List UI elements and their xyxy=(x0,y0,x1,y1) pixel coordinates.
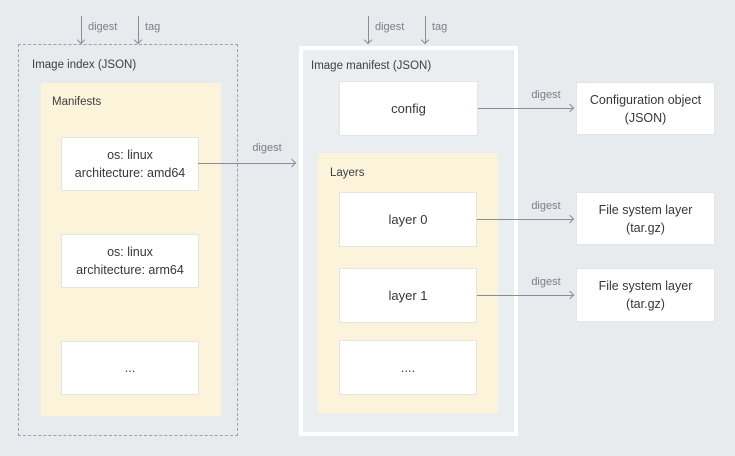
digest-arrow-label: digest xyxy=(88,21,118,33)
image-manifest-title: Image manifest (JSON) xyxy=(311,60,432,72)
digest-arrow-label: digest xyxy=(375,21,405,33)
layer-1-digest-arrow xyxy=(477,290,575,300)
config-digest-arrow-label: digest xyxy=(531,89,561,101)
arrowhead-right-icon xyxy=(565,290,575,300)
layers-group: Layers layer 0 layer 1 .... xyxy=(318,153,498,413)
manifest-arch-line: architecture: arm64 xyxy=(76,263,184,277)
manifest-entry-arm64: os: linux architecture: arm64 xyxy=(61,234,199,288)
arrowhead-right-icon xyxy=(287,158,297,168)
arrowhead-down-icon xyxy=(363,35,373,45)
image-index-title: Image index (JSON) xyxy=(32,59,137,71)
ellipsis-text: ... xyxy=(124,361,136,375)
filesystem-layer-line: File system layer xyxy=(598,279,693,293)
tag-arrow-label: tag xyxy=(145,21,161,33)
tag-arrow-to-index xyxy=(133,16,143,45)
manifest-arch-line: architecture: amd64 xyxy=(74,166,186,180)
layer-0-node: layer 0 xyxy=(339,192,477,247)
filesystem-layer-0-node: File system layer (tar.gz) xyxy=(576,192,715,245)
filesystem-layer-format: (tar.gz) xyxy=(626,297,665,311)
tag-arrow-label: tag xyxy=(432,21,448,33)
tag-arrow-to-manifest xyxy=(420,16,430,45)
arrowhead-right-icon xyxy=(565,214,575,224)
filesystem-layer-1-node: File system layer (tar.gz) xyxy=(576,268,715,322)
manifest-entry-amd64: os: linux architecture: amd64 xyxy=(61,137,199,191)
digest-arrow-to-manifest xyxy=(363,16,373,45)
layer-1-node: layer 1 xyxy=(339,268,477,323)
manifest-entry-ellipsis: ... xyxy=(61,341,199,395)
configuration-object-format: (JSON) xyxy=(624,110,667,125)
layer-ellipsis-node: .... xyxy=(339,340,477,395)
config-label: config xyxy=(391,100,426,116)
layer-0-digest-arrow-label: digest xyxy=(531,200,561,212)
manifests-title: Manifests xyxy=(52,96,102,108)
layer-1-digest-arrow-label: digest xyxy=(531,276,561,288)
digest-arrow-to-index xyxy=(76,16,86,45)
arrowhead-down-icon xyxy=(420,35,430,45)
manifest-os-line: os: linux xyxy=(107,148,153,162)
filesystem-layer-line: File system layer xyxy=(598,202,693,217)
layer-0-label: layer 0 xyxy=(388,211,428,227)
manifests-group: Manifests os: linux architecture: amd64 … xyxy=(41,83,221,416)
config-digest-arrow xyxy=(478,103,575,113)
arrowhead-right-icon xyxy=(565,103,575,113)
layers-title: Layers xyxy=(330,167,365,179)
config-node: config xyxy=(339,81,478,136)
configuration-object-line: Configuration object xyxy=(589,92,702,107)
image-manifest-container: Image manifest (JSON) config Layers laye… xyxy=(299,46,518,436)
filesystem-layer-format: (tar.gz) xyxy=(626,220,665,235)
layer-0-digest-arrow xyxy=(477,214,575,224)
arrowhead-down-icon xyxy=(133,35,143,45)
ellipsis-text: .... xyxy=(400,359,416,375)
index-to-manifest-arrow-label: digest xyxy=(252,142,282,154)
configuration-object-node: Configuration object (JSON) xyxy=(576,82,715,135)
index-to-manifest-arrow xyxy=(198,158,297,168)
layer-1-label: layer 1 xyxy=(388,287,428,303)
arrowhead-down-icon xyxy=(76,35,86,45)
manifest-os-line: os: linux xyxy=(107,245,153,259)
image-index-container: Image index (JSON) Manifests os: linux a… xyxy=(18,44,238,436)
